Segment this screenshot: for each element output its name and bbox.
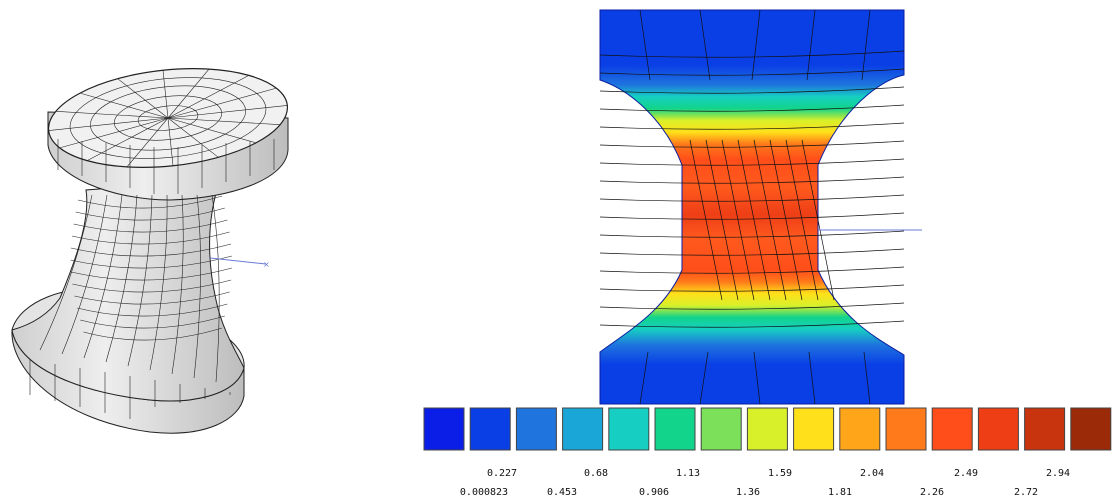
- legend-label-bottom: 2.72: [1014, 487, 1038, 498]
- legend-swatch: [977, 407, 1019, 451]
- legend-swatch: [515, 407, 557, 451]
- legend-label-top: 1.13: [676, 468, 700, 479]
- legend-label-top: 2.49: [954, 468, 978, 479]
- legend-label-top: 1.59: [768, 468, 792, 479]
- contour-specimen: [599, 9, 922, 405]
- axis-marker-left: ×: [263, 260, 270, 269]
- color-legend: [423, 407, 1112, 451]
- legend-labels-bottom: 0.000823 0.453 0.906 1.36 1.81 2.26 2.72: [460, 487, 1038, 498]
- axis-line-left: [209, 257, 267, 265]
- legend-swatch: [469, 407, 511, 451]
- legend-label-bottom: 0.000823: [460, 487, 508, 498]
- neck-body: [11, 179, 245, 402]
- legend-swatch: [700, 407, 742, 451]
- legend-label-top: 0.68: [584, 468, 608, 479]
- mesh-grid-lines: [29, 68, 288, 419]
- legend-label-top: 0.227: [487, 468, 517, 479]
- legend-swatch: [746, 407, 788, 451]
- legend-label-top: 2.94: [1046, 468, 1070, 479]
- legend-labels-top: 0.227 0.68 1.13 1.59 2.04 2.49 2.94: [487, 468, 1070, 479]
- legend-swatch: [793, 407, 835, 451]
- legend-swatch: [562, 407, 604, 451]
- legend-swatch: [1070, 407, 1112, 451]
- legend-label-bottom: 1.36: [736, 487, 760, 498]
- legend-swatch: [1024, 407, 1066, 451]
- legend-swatch: [423, 407, 465, 451]
- legend-label-bottom: 2.26: [920, 487, 944, 498]
- legend-swatch: [608, 407, 650, 451]
- legend-label-bottom: 0.453: [547, 487, 577, 498]
- legend-swatch: [885, 407, 927, 451]
- legend-label-top: 2.04: [860, 468, 884, 479]
- mesh-specimen: ×: [11, 68, 289, 434]
- legend-swatch: [931, 407, 973, 451]
- contour-mesh-lines: [599, 9, 905, 405]
- legend-label-bottom: 1.81: [828, 487, 852, 498]
- contour-body: [599, 9, 905, 405]
- legend-label-bottom: 0.906: [639, 487, 669, 498]
- legend-swatch: [654, 407, 696, 451]
- legend-swatch: [839, 407, 881, 451]
